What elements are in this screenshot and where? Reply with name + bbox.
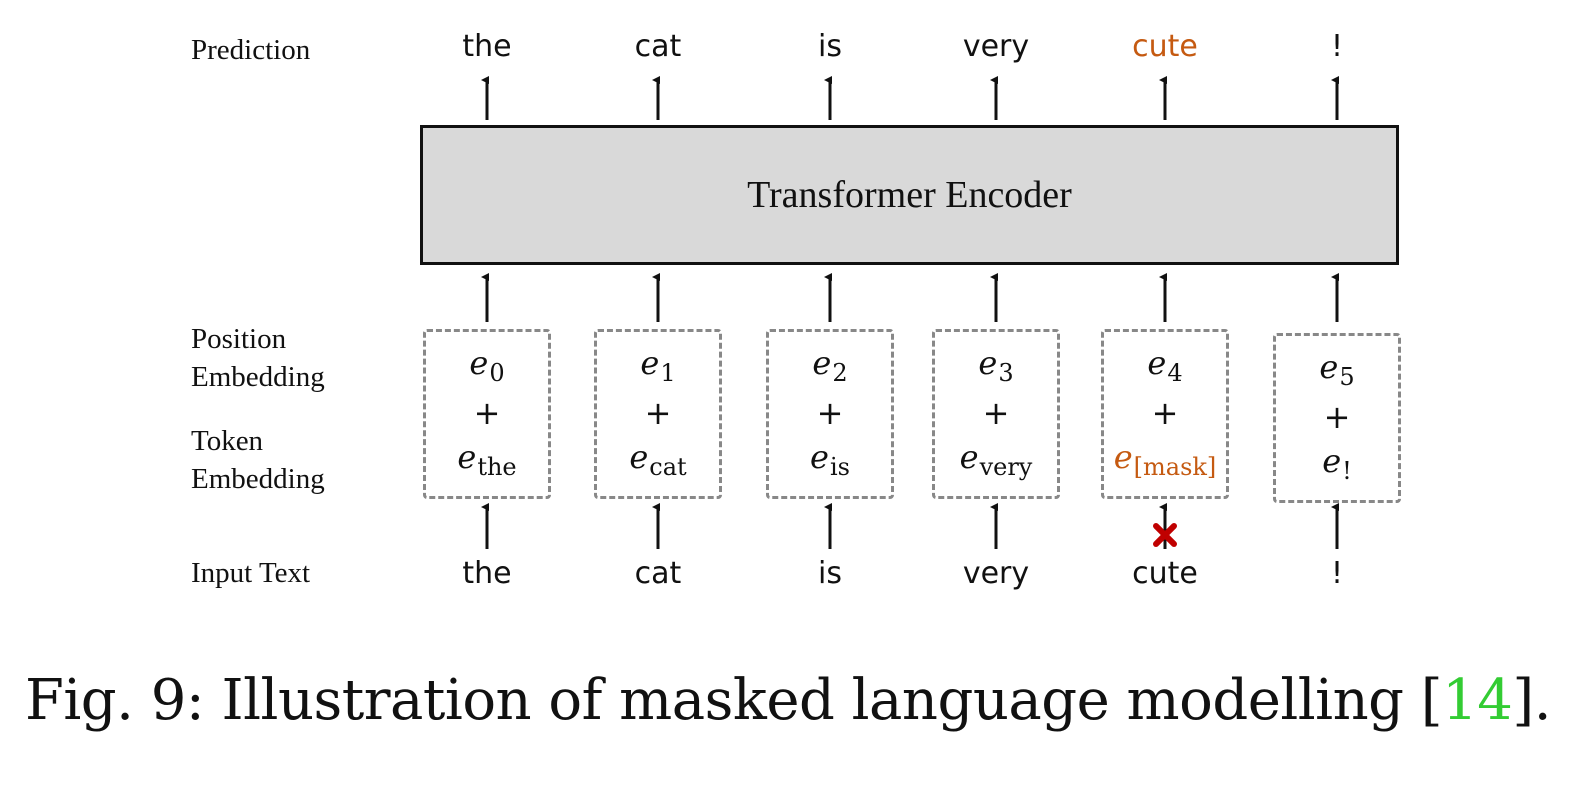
embedding-symbol: e [469,344,489,382]
label-position-embedding-1: Position [191,323,287,355]
embedding-symbol: e [640,344,660,382]
cross-stroke [1153,523,1177,547]
embedding-symbol: e [1113,438,1133,476]
embedding-symbol: e [978,344,998,382]
token-subscript: [mask] [1133,453,1217,481]
position-embedding: e5 [1276,348,1398,391]
embedding-symbol: e [810,438,829,476]
position-index: 3 [998,359,1014,387]
embedding-symbol: e [1319,348,1339,386]
prediction-token: is [818,29,842,64]
position-index: 1 [660,359,676,387]
label-prediction: Prediction [191,34,311,66]
embedding-box: e1+ecat [594,329,722,499]
label-token-embedding-1: Token [191,425,264,457]
caption-suffix: ]. [1512,668,1552,733]
plus-sign: + [473,394,501,432]
plus-sign: + [982,394,1010,432]
plus-sign: + [816,394,844,432]
position-index: 2 [832,359,848,387]
input-token: is [818,556,842,591]
mask-token-embedding: e[mask] [1104,438,1226,481]
embedding-symbol: e [812,344,832,382]
prediction-token: the [462,29,512,64]
embedding-box: e4+e[mask] [1101,329,1229,499]
token-embedding: ethe [426,438,548,481]
embedding-symbol: e [629,438,649,476]
token-subscript: very [979,453,1033,481]
token-subscript: ! [1342,457,1352,485]
caption-prefix: Fig. 9: Illustration of masked language … [25,668,1443,733]
plus-sign: + [644,394,672,432]
input-token: ! [1330,556,1344,591]
embedding-symbol: e [1322,442,1342,480]
caption-citation[interactable]: 14 [1442,668,1513,733]
input-token: cute [1132,556,1198,591]
position-embedding: e0 [426,344,548,387]
position-embedding: e4 [1104,344,1226,387]
embedding-box: e5+e! [1273,333,1401,503]
prediction-token: very [962,29,1030,64]
label-input-text: Input Text [191,557,311,589]
position-index: 5 [1339,363,1355,391]
prediction-token: cat [634,29,682,64]
transformer-encoder-box: Transformer Encoder [420,125,1399,265]
token-embedding: ecat [597,438,719,481]
token-embedding: e! [1276,442,1398,485]
figure-caption: Fig. 9: Illustration of masked language … [25,668,1552,733]
token-subscript: cat [649,453,687,481]
position-index: 0 [489,359,505,387]
token-embedding: every [935,438,1057,481]
position-embedding: e2 [769,344,891,387]
embedding-symbol: e [457,438,477,476]
embedding-symbol: e [1147,344,1167,382]
position-embedding: e1 [597,344,719,387]
token-subscript: the [477,453,517,481]
encoder-label: Transformer Encoder [747,174,1072,216]
embedding-symbol: e [959,438,979,476]
embedding-box: e0+ethe [423,329,551,499]
position-index: 4 [1167,359,1183,387]
input-token: very [962,556,1030,591]
plus-sign: + [1151,394,1179,432]
label-position-embedding-2: Embedding [191,361,325,393]
prediction-token: cute [1132,29,1198,64]
input-token: cat [634,556,682,591]
plus-sign: + [1323,398,1351,436]
token-subscript: is [829,453,850,481]
cross-icon [1153,523,1177,547]
prediction-token: ! [1330,29,1344,64]
embedding-box: e3+every [932,329,1060,499]
position-embedding: e3 [935,344,1057,387]
input-token: the [462,556,512,591]
token-embedding: eis [769,438,891,481]
embedding-box: e2+eis [766,329,894,499]
label-token-embedding-2: Embedding [191,463,325,495]
